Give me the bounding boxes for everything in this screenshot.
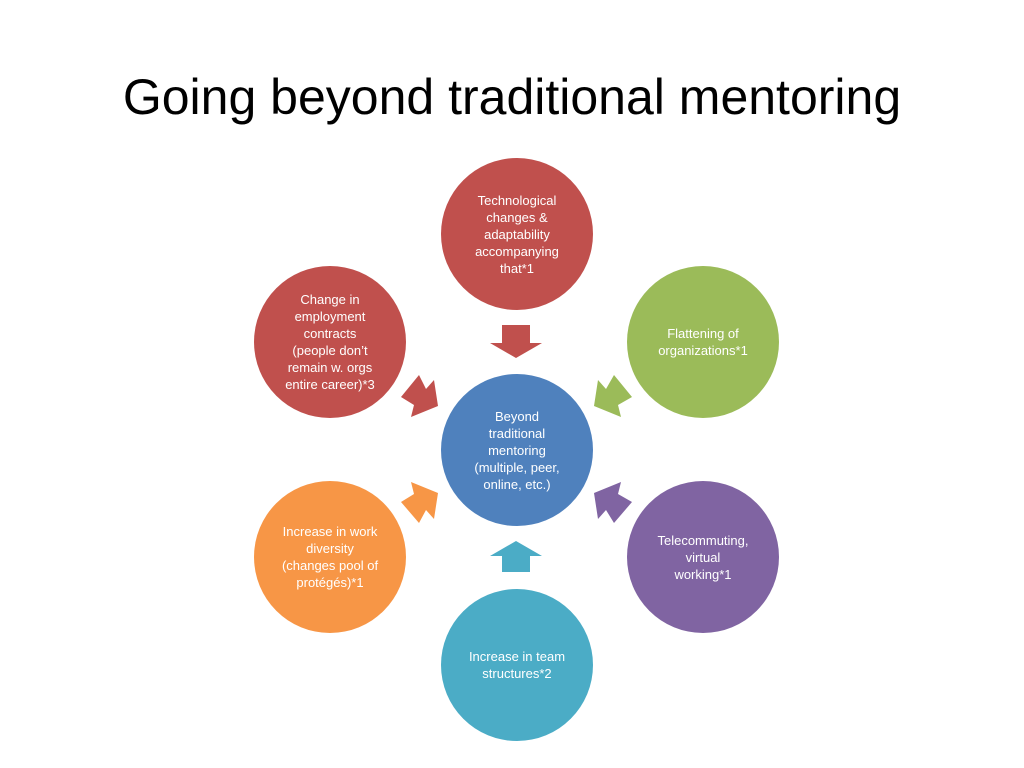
node-work-diversity: Increase in work diversity (changes pool…	[254, 481, 406, 633]
node-employment-contracts: Change in employment contracts (people d…	[254, 266, 406, 418]
node-label: Technological changes & adaptability acc…	[475, 192, 559, 276]
arrow-bottom	[490, 541, 542, 572]
node-label: Increase in work diversity (changes pool…	[281, 524, 379, 590]
page-title: Going beyond traditional mentoring	[122, 69, 902, 125]
node-label: Flattening of organizations*1	[658, 326, 748, 358]
node-label: Increase in team structures*2	[468, 649, 566, 681]
center-circle: Beyond traditional mentoring (multiple, …	[441, 374, 593, 526]
center-circle-label: Beyond traditional mentoring (multiple, …	[474, 408, 560, 492]
node-flattening-organizations: Flattening of organizations*1	[627, 266, 779, 418]
arrow-lower-left	[401, 482, 438, 523]
node-label: Change in employment contracts (people d…	[285, 292, 375, 392]
arrow-upper-left	[401, 375, 438, 417]
node-telecommuting: Telecommuting, virtual working*1	[627, 481, 779, 633]
node-technological-changes: Technological changes & adaptability acc…	[441, 158, 593, 310]
node-team-structures: Increase in team structures*2	[441, 589, 593, 741]
arrow-upper-right	[594, 375, 632, 417]
node-label: Telecommuting, virtual working*1	[657, 532, 749, 582]
arrow-top	[490, 325, 542, 358]
arrow-lower-right	[594, 482, 632, 523]
